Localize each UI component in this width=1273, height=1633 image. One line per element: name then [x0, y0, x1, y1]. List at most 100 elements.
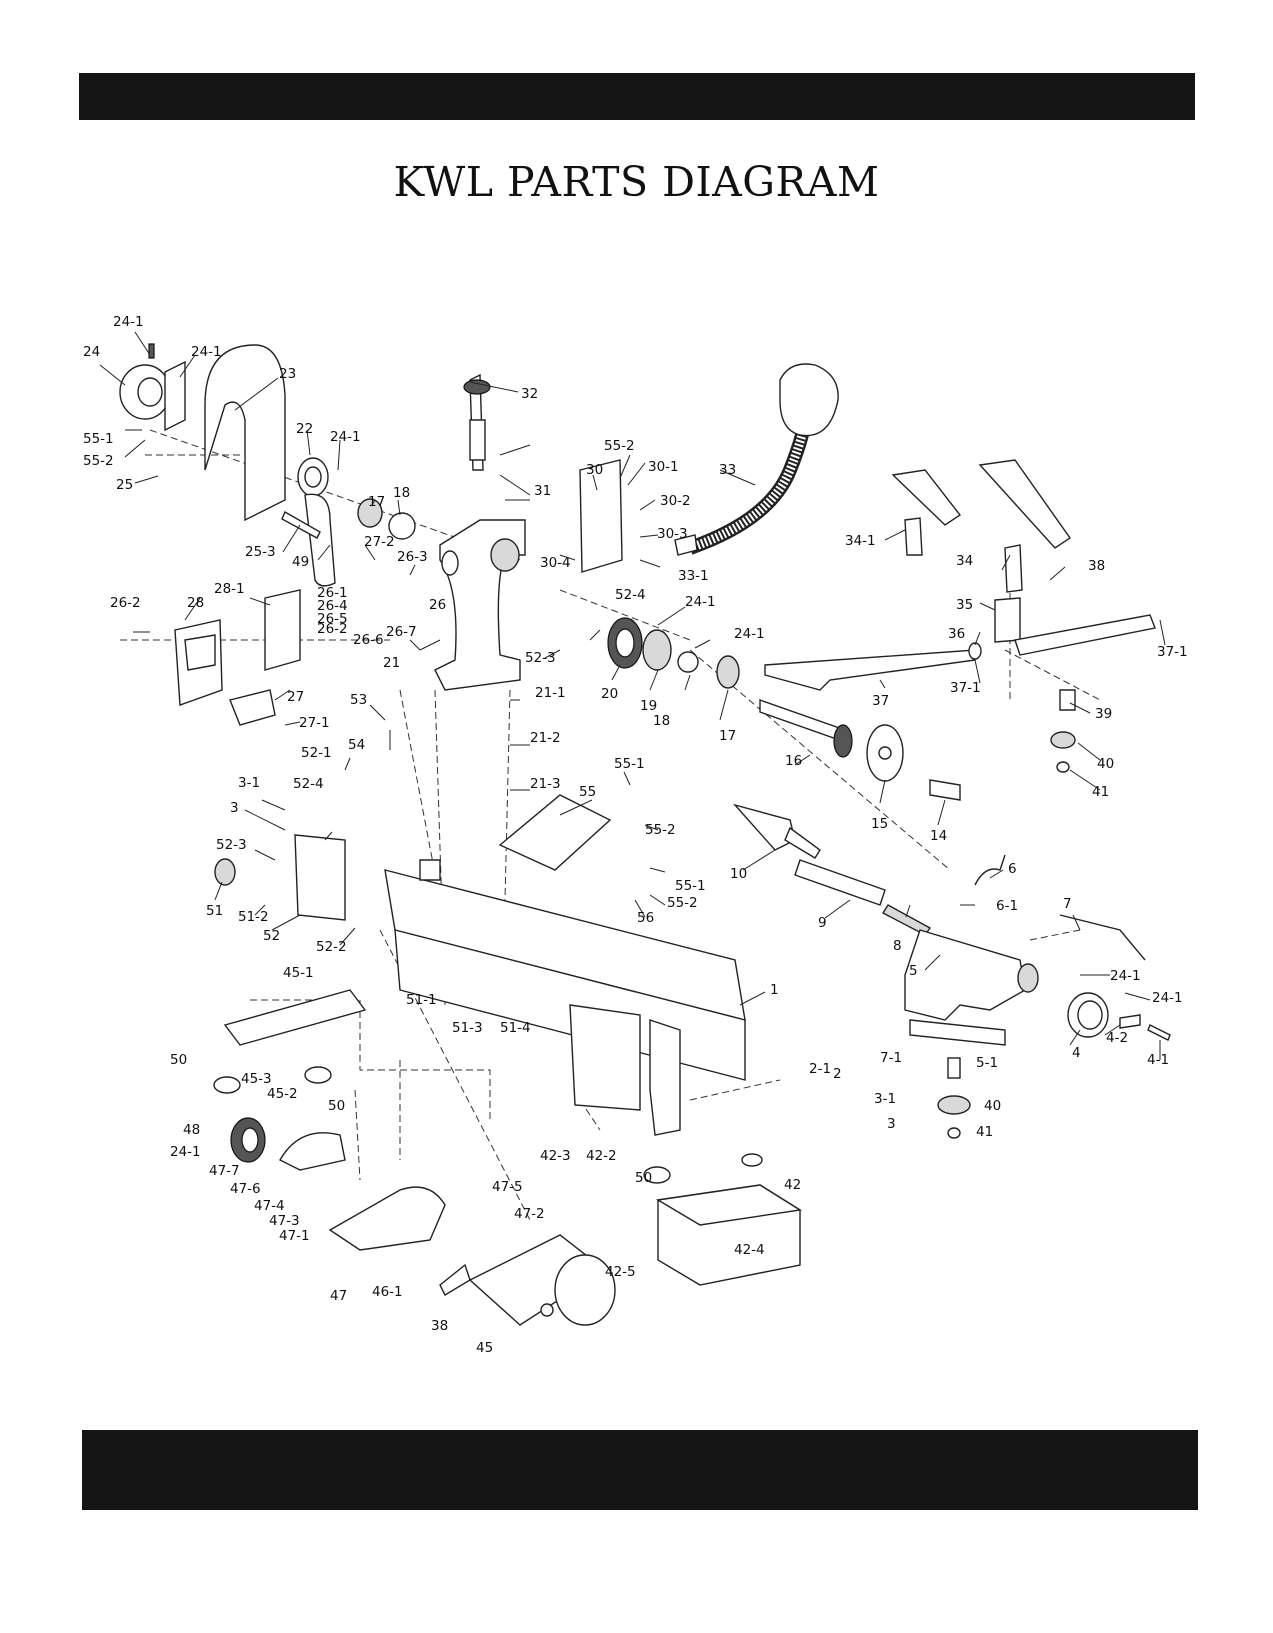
callout-label: 10	[730, 866, 747, 882]
callout-label: 17	[368, 494, 385, 510]
callout-label: 24	[83, 344, 100, 360]
callout-label: 47-6	[230, 1181, 261, 1197]
callout-label: 8	[893, 938, 902, 954]
callout-label: 51-4	[500, 1020, 531, 1036]
callout-label: 52	[263, 928, 280, 944]
callout-label: 45-2	[267, 1086, 298, 1102]
callout-label: 30-4	[540, 555, 571, 571]
callout-label: 56	[637, 910, 654, 926]
callout-label: 3	[230, 800, 239, 816]
callout-label: 33-1	[678, 568, 709, 584]
callout-label: 52-4	[293, 776, 324, 792]
callout-label: 42-5	[605, 1264, 636, 1280]
pulley-assembly	[119, 343, 416, 587]
callout-label: 55-2	[83, 453, 114, 469]
callout-label: 28-1	[214, 581, 245, 597]
callout-label: 24-1	[330, 429, 361, 445]
callout-label: 24-1	[170, 1144, 201, 1160]
page-title: KWL PARTS DIAGRAM	[393, 158, 880, 206]
callout-label: 31	[534, 483, 551, 499]
callout-label: 20	[601, 686, 618, 702]
callout-label: 6	[1008, 861, 1017, 877]
callout-label: 55-1	[614, 756, 645, 772]
callout-label: 34	[956, 553, 973, 569]
guard-plate	[579, 459, 623, 573]
callout-label: 52-2	[316, 939, 347, 955]
switch-box	[174, 589, 346, 921]
callout-label: 26-5	[317, 611, 348, 627]
callout-label: 14	[930, 828, 947, 844]
callout-label: 26-7	[386, 624, 417, 640]
callout-label: 47	[330, 1288, 347, 1304]
callout-label: 5	[909, 963, 918, 979]
callout-label: 51-3	[452, 1020, 483, 1036]
callout-label: 47-4	[254, 1198, 285, 1214]
callout-label: 50	[635, 1170, 652, 1186]
motor-assembly	[230, 1117, 802, 1326]
callout-label: 45-1	[283, 965, 314, 981]
callout-label: 26-3	[397, 549, 428, 565]
callout-label: 24-1	[685, 594, 716, 610]
callout-label: 38	[1088, 558, 1105, 574]
tailstock	[904, 929, 1171, 1139]
callout-label: 15	[871, 816, 888, 832]
callout-label: 49	[292, 554, 309, 570]
callout-label: 47-1	[279, 1228, 310, 1244]
footer-bar	[82, 1430, 1198, 1510]
callout-label: 2	[833, 1066, 842, 1082]
callout-label: 55-1	[83, 431, 114, 447]
callout-label: 21	[383, 655, 400, 671]
callout-label: 28	[187, 595, 204, 611]
callout-label: 21-3	[530, 776, 561, 792]
callout-label: 26-1	[317, 585, 348, 601]
callout-label: 46-1	[372, 1284, 403, 1300]
callout-label: 17	[719, 728, 736, 744]
callout-label: 18	[653, 713, 670, 729]
callout-label: 26-2	[110, 595, 141, 611]
callout-label: 9	[818, 915, 827, 931]
header-bar	[79, 73, 1195, 120]
callout-label: 16	[785, 753, 802, 769]
callout-label: 26	[429, 597, 446, 613]
callout-label: 24-1	[734, 626, 765, 642]
callout-label: 40	[1097, 756, 1114, 772]
callout-label: 42-4	[734, 1242, 765, 1258]
callout-label: 52-4	[615, 587, 646, 603]
callout-label: 51-2	[238, 909, 269, 925]
callout-label: 37-1	[950, 680, 981, 696]
callout-label: 55-1	[675, 878, 706, 894]
callout-label: 47-7	[209, 1163, 240, 1179]
callout-label: 4-1	[1147, 1052, 1169, 1068]
callout-label: 53	[350, 692, 367, 708]
callout-label: 36	[948, 626, 965, 642]
callout-label: 7	[1063, 896, 1072, 912]
callout-label: 1	[770, 982, 779, 998]
callout-label: 55-2	[604, 438, 635, 454]
callout-label: 47-3	[269, 1213, 300, 1229]
callout-label: 47-2	[514, 1206, 545, 1222]
callout-label: 24-1	[1110, 968, 1141, 984]
callout-label: 2-1	[809, 1061, 831, 1077]
callout-label: 35	[956, 597, 973, 613]
callout-label: 21-2	[530, 730, 561, 746]
callout-label: 6-1	[996, 898, 1018, 914]
callout-label: 55	[579, 784, 596, 800]
lathe-bed	[384, 859, 746, 1136]
callout-label: 55-2	[645, 822, 676, 838]
callout-label: 7-1	[880, 1050, 902, 1066]
callout-label: 30-1	[648, 459, 679, 475]
callout-label: 26-6	[353, 632, 384, 648]
work-light	[674, 363, 839, 556]
callout-label: 42-2	[586, 1148, 617, 1164]
centers	[732, 803, 1146, 961]
callout-label: 30	[586, 462, 603, 478]
callout-label: 19	[640, 698, 657, 714]
callout-label: 50	[170, 1052, 187, 1068]
callout-label: 27	[287, 689, 304, 705]
tool-rest	[764, 459, 1156, 773]
callout-label: 51-1	[406, 992, 437, 1008]
callout-label: 24-1	[113, 314, 144, 330]
leader-lines	[99, 331, 1166, 1060]
callout-label: 32	[521, 386, 538, 402]
